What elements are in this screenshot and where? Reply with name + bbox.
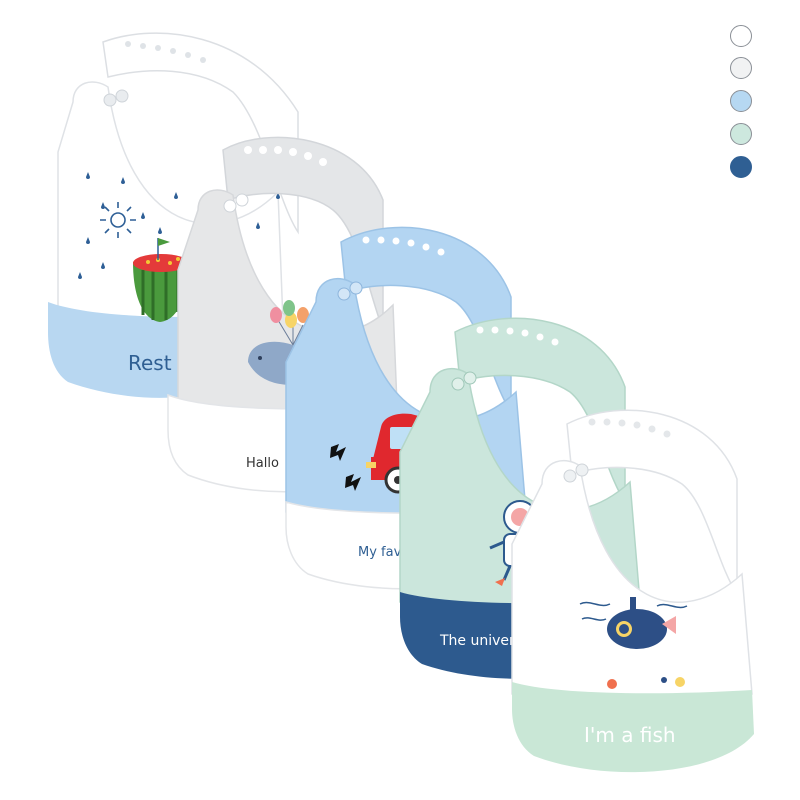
white-mint-submarine-bib: I'm a fish [511,409,754,773]
bib-text-rest: Rest [128,351,172,375]
lightning-icon [330,444,361,491]
bib-text-universe: The univer [439,633,515,649]
submarine-icon [579,597,688,689]
swatch-mint-green[interactable] [730,123,752,145]
bib-text-hallo: Hallo [246,456,279,471]
swatch-light-blue[interactable] [730,90,752,112]
swatch-navy-blue[interactable] [730,156,752,178]
swatch-light-grey[interactable] [730,57,752,79]
watermelon-icon [133,238,189,322]
bib-text-fish: I'm a fish [584,723,676,747]
bib-text-my-fav: My fav [358,545,402,560]
sun-icon [100,202,136,238]
swatch-white[interactable] [730,25,752,47]
